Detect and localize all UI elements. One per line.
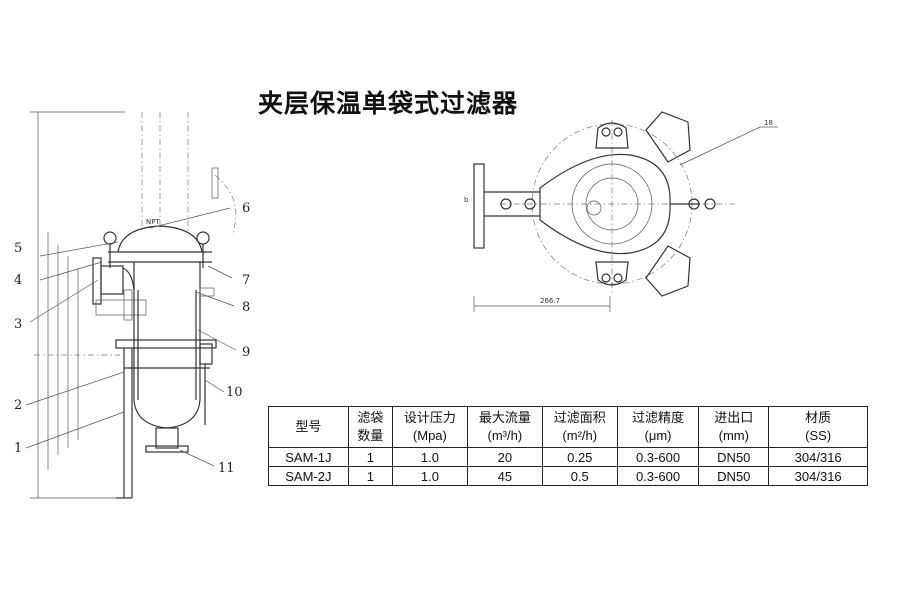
header-filter-area: 过滤面积(m²/h) [541,406,618,448]
cell-material: 304/316 [768,466,868,486]
header-filter-precision: 过滤精度(μm) [616,406,700,448]
cell-model: SAM-2J [268,466,349,486]
table-row: SAM-1J 1 1.0 20 0.25 0.3-600 DN50 304/31… [268,447,868,467]
cell-filter-area: 0.5 [541,466,618,486]
callout-8: 8 [242,300,250,315]
cell-design-pressure: 1.0 [391,466,468,486]
cell-filter-area: 0.25 [541,447,618,467]
callout-4: 4 [14,273,22,288]
cell-inlet-outlet: DN50 [698,466,770,486]
page-title: 夹层保温单袋式过滤器 [258,89,519,118]
callout-3: 3 [14,317,22,332]
cell-max-flow: 45 [466,466,543,486]
header-inlet-outlet: 进出口(mm) [698,406,770,448]
callout-11: 11 [218,461,235,476]
cell-filter-precision: 0.3-600 [616,466,700,486]
callout-18: 18 [764,119,773,127]
callout-6: 6 [242,201,250,216]
header-design-pressure: 设计压力(Mpa) [391,406,468,448]
cell-inlet-outlet: DN50 [698,447,770,467]
top-view-drawing: 266.7 b 18 [464,111,778,312]
cell-max-flow: 20 [466,447,543,467]
table-row: SAM-2J 1 1.0 45 0.5 0.3-600 DN50 304/316 [268,466,868,486]
callout-1: 1 [14,441,22,456]
npt-label: NPT [146,218,160,226]
callout-2: 2 [14,398,22,413]
dimension-label: 266.7 [540,297,560,305]
header-material: 材质(SS) [768,406,868,448]
cell-model: SAM-1J [268,447,349,467]
cell-design-pressure: 1.0 [391,447,468,467]
cell-bag-count: 1 [347,447,393,467]
cell-bag-count: 1 [347,466,393,486]
callout-5: 5 [14,241,22,256]
side-elevation-drawing: 1 2 3 4 5 6 7 8 9 10 11 NPT [14,111,250,499]
cell-material: 304/316 [768,447,868,467]
header-model: 型号 [268,406,349,448]
table-header-row: 型号 滤袋数量 设计压力(Mpa) 最大流量(m³/h) 过滤面积(m²/h) … [268,406,868,448]
side-label-b: b [464,196,469,204]
header-max-flow: 最大流量(m³/h) [466,406,543,448]
spec-table: 型号 滤袋数量 设计压力(Mpa) 最大流量(m³/h) 过滤面积(m²/h) … [268,406,868,486]
cell-filter-precision: 0.3-600 [616,447,700,467]
header-bag-count: 滤袋数量 [347,406,393,448]
callout-10: 10 [226,385,243,400]
callout-9: 9 [242,345,250,360]
callout-7: 7 [242,273,250,288]
